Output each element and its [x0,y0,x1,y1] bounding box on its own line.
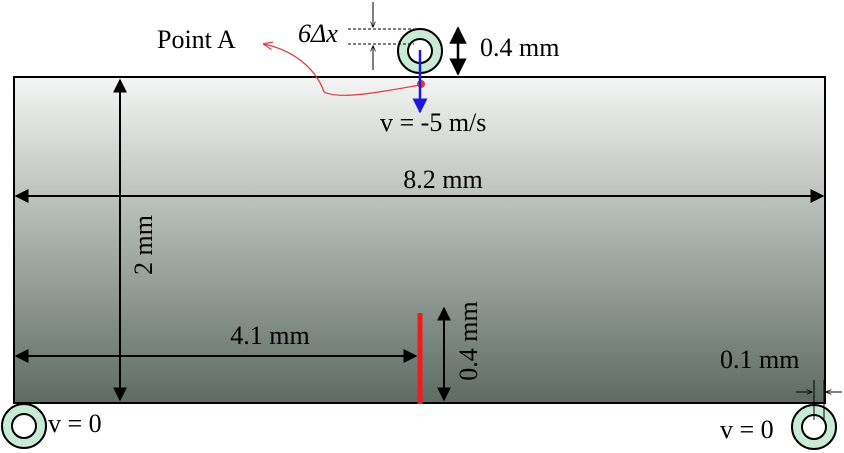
left-support-velocity-label: v = 0 [48,409,102,438]
grid-spacing-label: 6Δx [298,19,338,48]
point-a-label: Point A [157,25,236,54]
left-support-roller [1,403,47,449]
beam-length-label: 8.2 mm [403,165,482,194]
notch-depth-label: 0.4 mm [454,301,483,380]
roller-diameter-label: 0.4 mm [480,33,559,62]
velocity-label: v = -5 m/s [380,108,486,137]
notch-offset-label: 4.1 mm [230,321,309,350]
point-a-pointer [264,44,421,96]
beam-height-label: 2 mm [129,215,158,275]
support-offset-label: 0.1 mm [720,345,799,374]
grid-spacing-indicator [348,2,414,70]
support-offset-dimension [796,380,842,420]
right-support-velocity-label: v = 0 [720,415,774,444]
